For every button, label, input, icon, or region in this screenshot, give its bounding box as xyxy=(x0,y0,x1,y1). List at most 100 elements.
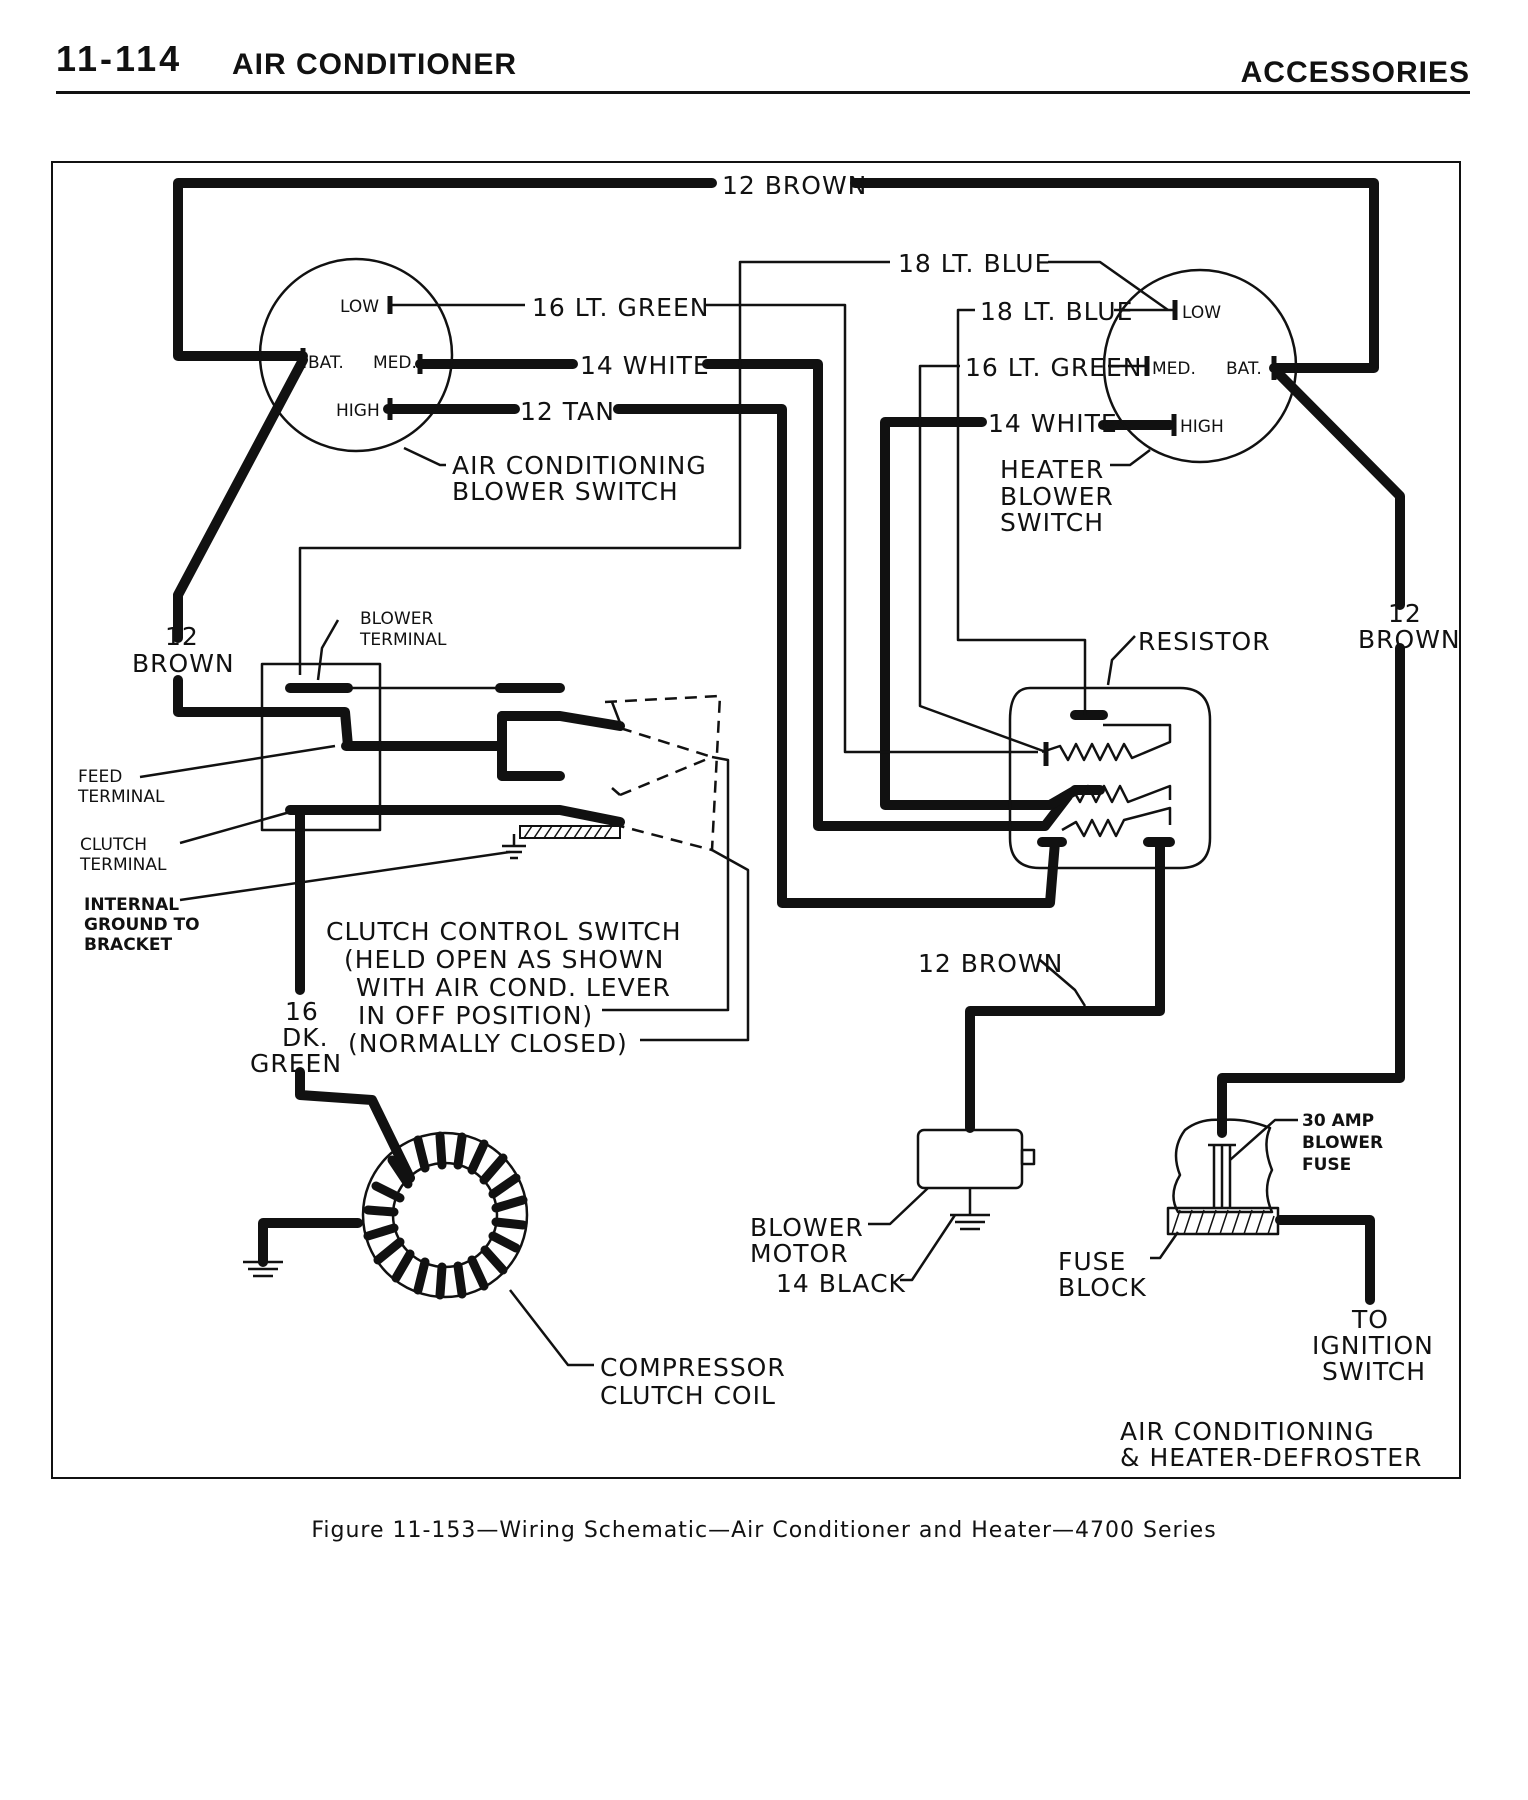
upper-blade xyxy=(497,711,625,731)
label-blower-motor-1: BLOWER xyxy=(750,1213,864,1242)
label-14-white-ac: 14 WHITE xyxy=(580,351,710,380)
chapter-title: ACCESSORIES xyxy=(1240,56,1470,89)
wire-12-brown-motor xyxy=(965,837,1165,1133)
blower-motor-shaft xyxy=(1020,1148,1036,1166)
label-ac-bat: BAT. xyxy=(308,353,344,373)
clutch-switch-desc-4: IN OFF POSITION) xyxy=(358,1001,593,1030)
section-title: AIR CONDITIONER xyxy=(232,48,517,81)
coil-ground-symbol xyxy=(243,1260,283,1278)
heater-switch-name-1: HEATER xyxy=(1000,455,1104,484)
label-ac-low: LOW xyxy=(340,297,379,317)
label-dk-green-16: 16 xyxy=(285,997,319,1026)
ac-switch-name-1: AIR CONDITIONING xyxy=(452,451,707,480)
label-14-black: 14 BLACK xyxy=(776,1269,906,1298)
label-12-tan: 12 TAN xyxy=(520,397,615,426)
label-dk-green-dk: DK. xyxy=(282,1023,329,1052)
ground-bracket xyxy=(519,825,621,839)
contact-tips xyxy=(610,701,624,796)
label-feed-1: FEED xyxy=(78,767,122,787)
leader-blower-motor xyxy=(868,1187,929,1226)
heater-switch-name-3: SWITCH xyxy=(1000,508,1104,537)
wire-12-brown-right-upper xyxy=(1275,370,1405,610)
label-heater-low: LOW xyxy=(1182,303,1221,323)
heater-switch-body xyxy=(1102,268,1298,464)
heavy-wires xyxy=(173,178,1405,1305)
wire-18-lt-blue-top-left xyxy=(298,260,890,675)
diagram-frame xyxy=(51,161,1461,1479)
label-heater-bat: BAT. xyxy=(1226,359,1262,379)
leader-coil xyxy=(509,1289,594,1367)
leader-resistor xyxy=(1106,635,1136,686)
label-feed-2: TERMINAL xyxy=(77,787,165,807)
label-right-brown: BROWN xyxy=(1358,625,1461,654)
blower-motor-body xyxy=(916,1128,1024,1190)
label-ground-1: INTERNAL xyxy=(84,895,179,915)
clutch-bar xyxy=(285,805,625,827)
label-ac-med: MED. xyxy=(373,353,417,373)
wire-16-lt-green-heater xyxy=(918,364,1047,754)
label-18-lt-blue-top: 18 LT. BLUE xyxy=(898,249,1051,278)
leader-normally-closed xyxy=(640,848,750,1042)
leader-fuse-block xyxy=(1150,1231,1180,1260)
wire-coil-ground xyxy=(258,1218,363,1267)
thin-wires xyxy=(139,257,1298,1367)
wire-12-brown-left-upper xyxy=(173,355,308,643)
label-clutch-2: TERMINAL xyxy=(79,855,167,875)
wire-12-brown-top-right xyxy=(850,178,1379,373)
wire-to-ignition xyxy=(1275,1215,1375,1305)
fuse-element xyxy=(1208,1143,1236,1208)
linkage-dash-2 xyxy=(619,726,713,759)
leader-held-open xyxy=(602,755,730,1012)
label-clutch-1: CLUTCH xyxy=(80,835,147,855)
wire-12-brown-right-lower xyxy=(1217,643,1405,1138)
label-fuse-1: 30 AMP xyxy=(1302,1111,1374,1131)
label-system-2: & HEATER-DEFROSTER xyxy=(1120,1443,1422,1472)
leader-black xyxy=(900,1214,957,1282)
wire-12-tan xyxy=(613,404,1060,908)
label-left-12: 12 xyxy=(165,622,199,651)
label-ignition-1: TO xyxy=(1351,1305,1389,1334)
label-coil-1: COMPRESSOR xyxy=(600,1353,786,1382)
ac-switch-body xyxy=(258,257,454,453)
label-ignition-3: SWITCH xyxy=(1322,1357,1426,1386)
ground-bracket-hatch xyxy=(523,825,613,839)
label-fuse-block-1: FUSE xyxy=(1058,1247,1126,1276)
resistor-coil-2 xyxy=(1059,784,1172,804)
wire-14-white-ac xyxy=(702,359,1073,831)
label-resistor: RESISTOR xyxy=(1138,627,1271,656)
motor-ground-symbol xyxy=(950,1213,990,1231)
label-blower-terminal-2: TERMINAL xyxy=(359,630,447,650)
clutch-switch-desc-1: CLUTCH CONTROL SWITCH xyxy=(326,917,682,946)
label-blower-terminal-1: BLOWER xyxy=(360,609,433,629)
figure-caption: Figure 11-153—Wiring Schematic—Air Condi… xyxy=(311,1518,1217,1543)
heater-switch-name-2: BLOWER xyxy=(1000,482,1114,511)
label-top-12-brown: 12 BROWN xyxy=(722,171,867,200)
leader-heater-switch xyxy=(1110,449,1151,467)
label-fuse-2: BLOWER xyxy=(1302,1133,1383,1153)
label-coil-2: CLUTCH COIL xyxy=(600,1381,776,1410)
label-ignition-2: IGNITION xyxy=(1312,1331,1434,1360)
ac-switch-name-2: BLOWER SWITCH xyxy=(452,477,679,506)
label-12-brown-motor: 12 BROWN xyxy=(918,949,1063,978)
leader-ac-switch xyxy=(403,446,446,467)
fuse-block-outline xyxy=(1172,1118,1274,1214)
coil-outer xyxy=(361,1131,529,1299)
label-left-brown: BROWN xyxy=(132,649,235,678)
wire-16-lt-green-ac xyxy=(705,303,1038,754)
leader-blower-terminal xyxy=(316,619,340,681)
linkage-dash-3 xyxy=(619,755,713,797)
clutch-switch-desc-5: (NORMALLY CLOSED) xyxy=(348,1029,628,1058)
resistor-housing xyxy=(1008,686,1212,870)
label-16-lt-green-heater: 16 LT. GREEN xyxy=(965,353,1142,382)
label-right-12: 12 xyxy=(1388,599,1422,628)
header-rule xyxy=(56,91,1470,94)
label-18-lt-blue-heater: 18 LT. BLUE xyxy=(980,297,1133,326)
label-ground-2: GROUND TO xyxy=(84,915,200,935)
label-ac-high: HIGH xyxy=(336,401,380,421)
clutch-switch-desc-3: WITH AIR COND. LEVER xyxy=(356,973,671,1002)
resistor-coil-1 xyxy=(1041,723,1172,762)
label-heater-high: HIGH xyxy=(1180,417,1224,437)
label-system-1: AIR CONDITIONING xyxy=(1120,1417,1375,1446)
clutch-switch-desc-2: (HELD OPEN AS SHOWN xyxy=(344,945,664,974)
